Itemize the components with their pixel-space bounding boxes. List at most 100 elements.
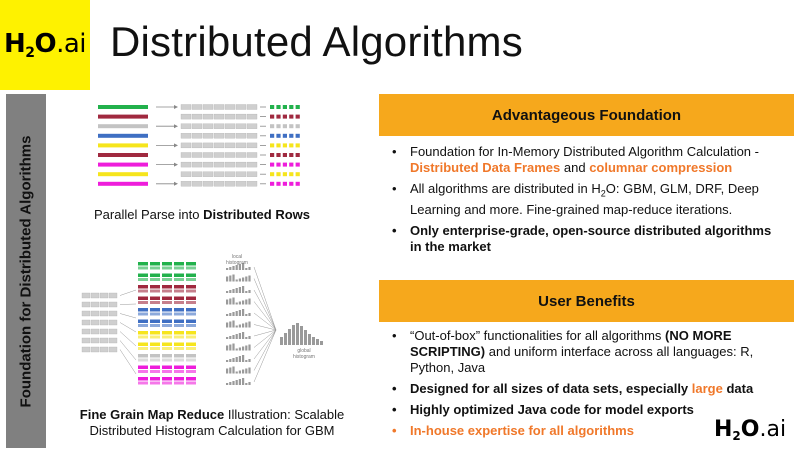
histogram-bar bbox=[226, 337, 229, 339]
arrow-line bbox=[119, 349, 137, 375]
histogram-bar bbox=[226, 299, 229, 305]
histogram-bar bbox=[235, 265, 238, 270]
server-block bbox=[90, 337, 100, 344]
histogram-bar bbox=[238, 324, 241, 328]
server-block bbox=[213, 133, 225, 139]
partition-cell bbox=[186, 296, 196, 300]
arrow-line bbox=[253, 329, 277, 360]
user-benefits-header: User Benefits bbox=[379, 280, 794, 322]
histogram-bar bbox=[238, 379, 241, 385]
global-histogram-bar bbox=[308, 334, 311, 345]
arrow-line bbox=[253, 329, 277, 348]
arrow-line bbox=[253, 301, 277, 331]
histogram-bar bbox=[245, 360, 248, 362]
server-block bbox=[99, 337, 109, 344]
arrow-line bbox=[253, 289, 277, 331]
distributed-row-cell bbox=[289, 181, 294, 186]
server-block bbox=[202, 142, 214, 149]
global-histogram-bar bbox=[312, 337, 315, 345]
arrow-head bbox=[174, 162, 178, 167]
partition-cell bbox=[138, 331, 148, 335]
server-block bbox=[213, 181, 225, 187]
partition-cell bbox=[150, 273, 160, 277]
partition-cell bbox=[150, 347, 160, 350]
server-block bbox=[246, 123, 258, 129]
partition-cell bbox=[138, 273, 148, 277]
histogram-bar bbox=[248, 275, 251, 282]
partition-cell bbox=[162, 285, 172, 289]
distributed-row-cell bbox=[276, 114, 281, 119]
partition-cell bbox=[186, 335, 196, 339]
histogram-bar bbox=[226, 368, 229, 374]
server-block bbox=[224, 181, 236, 187]
server-block bbox=[213, 152, 225, 158]
arrow-line bbox=[253, 278, 277, 331]
distributed-row-cell bbox=[270, 124, 275, 129]
server-block bbox=[202, 152, 214, 158]
histogram-bar bbox=[232, 320, 235, 328]
distributed-row-cell bbox=[289, 153, 294, 157]
server-block bbox=[224, 123, 236, 129]
histogram-bar bbox=[229, 359, 232, 362]
distributed-row-cell bbox=[276, 143, 281, 148]
distributed-row-cell bbox=[282, 162, 287, 167]
server-block bbox=[202, 171, 214, 177]
histogram-bar bbox=[235, 325, 238, 328]
histogram-bar bbox=[238, 278, 241, 282]
server-block bbox=[213, 104, 225, 110]
server-block bbox=[180, 171, 192, 177]
server-block bbox=[180, 104, 192, 110]
histogram-bar bbox=[235, 357, 238, 362]
server-block bbox=[246, 142, 258, 149]
histogram-bar bbox=[248, 290, 251, 293]
distributed-row-cell bbox=[289, 124, 294, 129]
distributed-row-cell bbox=[282, 181, 287, 186]
partition-cell bbox=[174, 308, 184, 312]
server-block bbox=[180, 123, 192, 129]
partition-cell bbox=[138, 319, 148, 323]
arrow-line bbox=[253, 324, 277, 331]
distributed-row-cell bbox=[276, 181, 281, 186]
partition-cell bbox=[174, 358, 184, 362]
partition-cell bbox=[138, 335, 148, 339]
server-block bbox=[99, 346, 109, 353]
server-block bbox=[235, 171, 247, 177]
partition-cell bbox=[162, 370, 172, 373]
partition-cell bbox=[150, 365, 160, 369]
partition-cell bbox=[138, 370, 148, 373]
histogram-bar bbox=[245, 299, 248, 305]
histogram-bar bbox=[248, 382, 251, 385]
server-block bbox=[202, 161, 214, 168]
server-block bbox=[191, 133, 203, 139]
distributed-row-cell bbox=[282, 172, 287, 177]
global-histogram-bar bbox=[292, 325, 295, 345]
partition-cell bbox=[174, 289, 184, 293]
h2o-logo-bottom: H2O.ai bbox=[714, 417, 787, 443]
server-block bbox=[108, 328, 118, 335]
distributed-row-cell bbox=[295, 153, 300, 157]
histogram-bar bbox=[242, 309, 245, 316]
arrow-line bbox=[119, 289, 137, 296]
partition-cell bbox=[186, 273, 196, 277]
arrow-line bbox=[119, 340, 137, 361]
partition-cell bbox=[150, 331, 160, 335]
global-histogram-bar bbox=[284, 333, 287, 345]
partition-cell bbox=[150, 262, 160, 266]
server-block bbox=[90, 319, 100, 326]
distributed-row-cell bbox=[289, 114, 294, 119]
server-block bbox=[108, 310, 118, 317]
server-block bbox=[108, 301, 118, 308]
partition-cell bbox=[186, 342, 196, 346]
histogram-bar bbox=[242, 346, 245, 351]
histogram-bar bbox=[242, 323, 245, 328]
server-block bbox=[224, 161, 236, 168]
input-row-bar bbox=[98, 133, 148, 138]
arrow-line bbox=[119, 331, 137, 347]
histogram-bar bbox=[226, 314, 229, 316]
partition-cell bbox=[174, 278, 184, 281]
histogram-bar bbox=[226, 322, 229, 328]
distributed-row-cell bbox=[276, 105, 281, 109]
bullet-item: Designed for all sizes of data sets, esp… bbox=[386, 381, 786, 397]
histogram-bar bbox=[245, 368, 248, 374]
